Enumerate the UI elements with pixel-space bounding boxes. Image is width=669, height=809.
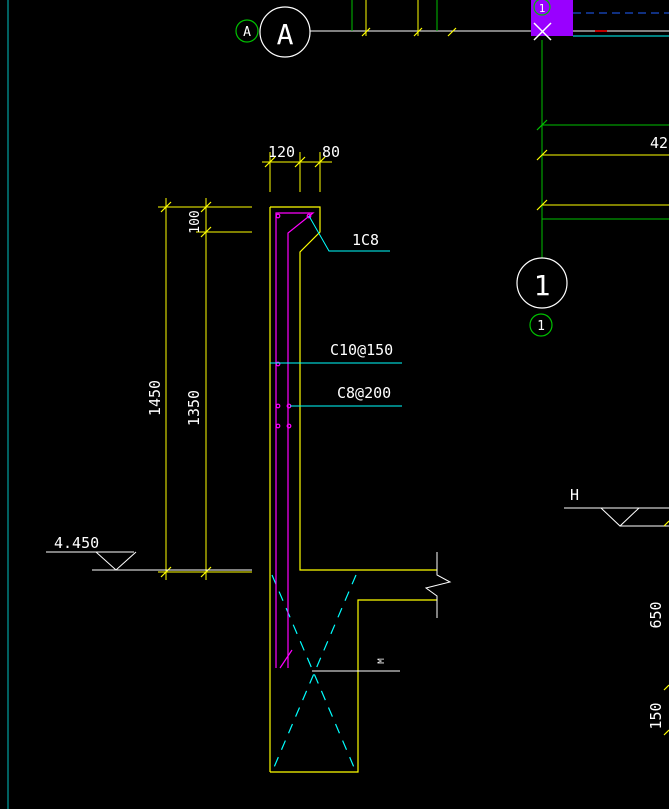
concrete-hatch [271,574,357,773]
rebar-dot [306,213,312,219]
elevation-h: H [570,486,579,504]
small-note-leader[interactable]: M [312,658,400,672]
break-line-symbol [424,552,452,618]
axis-1-bubble [516,257,568,309]
axis-a-marker-circle [235,19,259,43]
grid-axis-a[interactable]: A A [235,6,540,58]
rebar-dot [275,213,281,219]
rebar-label-1c8: 1C8 [352,231,379,249]
rebar-dot [275,403,281,409]
vertical-rebar-loop [275,212,315,668]
axis-a-marker-text: A [243,25,251,40]
rebar-dot [275,361,281,367]
axis-a-label: A [277,18,294,51]
axis-1-right-dimensions: 42 [536,119,669,220]
dimension-150: 150 [647,702,665,729]
axis-a-bubble [259,6,311,58]
parapet-section-outline[interactable] [269,206,452,773]
rebar-dot [275,423,281,429]
dimension-120: 120 [268,143,295,161]
dimension-1350: 1350 [185,390,203,426]
highlighted-block[interactable] [531,0,573,36]
axis-1-top-text: 1 [539,2,546,15]
rebar-label-c8: C8@200 [337,384,391,402]
grid-axis-1[interactable]: 1 1 [516,257,568,337]
top-dimension-chain[interactable]: 120 80 [262,143,340,192]
right-dimension-chain[interactable]: 650 150 [647,520,669,736]
rebar-leader-c8[interactable]: C8@200 [290,384,402,407]
axis-1-label: 1 [534,269,551,302]
dimension-1450: 1450 [146,380,164,416]
rebar-hook [279,649,293,669]
dimension-80: 80 [322,143,340,161]
top-wall-lines [351,0,457,37]
rebar-label-c10: C10@150 [330,341,393,359]
elevation-4450: 4.450 [54,534,99,552]
axis-1-top-marker: 1 [533,0,551,16]
dimension-right-top-partial: 42 [650,134,668,152]
rebar-dot [286,423,292,429]
small-note-text: M [377,658,387,664]
dimension-100: 100 [188,210,203,233]
rebar-leader-1c8[interactable]: 1C8 [308,215,390,252]
axis-1-marker-circle [529,313,553,337]
elevation-marker-left[interactable]: 4.450 [46,534,252,571]
elevation-marker-right[interactable]: H [564,486,669,527]
axis-1-marker-text: 1 [537,319,545,334]
left-dimension-chain[interactable]: 1450 1350 100 [146,198,252,580]
rebar-leader-c10[interactable]: C10@150 [270,341,402,364]
rebar-assembly[interactable] [275,212,315,669]
dimension-650: 650 [647,601,665,628]
axis-intersection-cross [533,22,552,41]
